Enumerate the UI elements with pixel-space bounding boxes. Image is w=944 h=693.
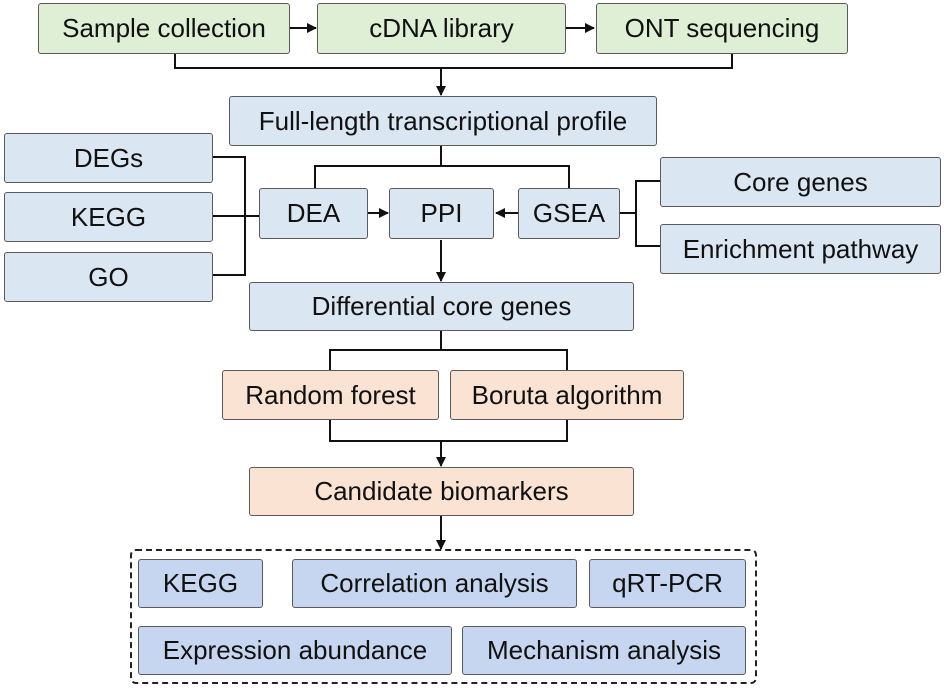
degs-box: DEGs — [4, 133, 213, 183]
enrichment-pathway-label: Enrichment pathway — [682, 233, 919, 264]
qrt-pcr-box: qRT-PCR — [589, 559, 746, 608]
mechanism-analysis-label: Mechanism analysis — [486, 635, 722, 665]
go-label: GO — [88, 261, 129, 292]
core-genes-box: Core genes — [660, 157, 941, 207]
ont-sequencing-label: ONT sequencing — [624, 13, 820, 43]
random-forest-box: Random forest — [222, 370, 439, 420]
core-genes-label: Core genes — [733, 166, 868, 197]
dea-label: DEA — [286, 198, 341, 228]
ppi-label: PPI — [420, 198, 463, 228]
split-rf-boruta — [329, 349, 568, 370]
gsea-label: GSEA — [532, 198, 606, 228]
sample-collection-box: Sample collection — [38, 3, 290, 54]
full-length-profile-box: Full-length transcriptional profile — [229, 96, 657, 146]
validation-panel — [130, 549, 757, 684]
differential-core-genes-label: Differential core genes — [311, 291, 572, 321]
degs-label: DEGs — [73, 142, 144, 173]
boruta-algorithm-box: Boruta algorithm — [450, 370, 684, 420]
candidate-biomarkers-box: Candidate biomarkers — [249, 467, 634, 516]
dea-box: DEA — [259, 188, 368, 239]
full-length-profile-label: Full-length transcriptional profile — [258, 105, 628, 136]
kegg-label: KEGG — [70, 201, 147, 232]
sample-collection-label: Sample collection — [62, 13, 266, 43]
gsea-box: GSEA — [518, 188, 620, 239]
random-forest-label: Random forest — [245, 379, 416, 410]
correlation-analysis-label: Correlation analysis — [320, 568, 549, 598]
merge-top-row — [174, 54, 733, 69]
validation-kegg-box: KEGG — [138, 559, 263, 608]
cdna-library-label: cDNA library — [369, 13, 514, 43]
mechanism-analysis-box: Mechanism analysis — [462, 626, 746, 675]
merge-rf-boruta — [329, 420, 568, 442]
ont-sequencing-box: ONT sequencing — [596, 3, 848, 54]
go-box: GO — [4, 252, 213, 302]
enrichment-pathway-box: Enrichment pathway — [660, 224, 941, 274]
bracket-right — [635, 180, 660, 247]
validation-kegg-label: KEGG — [162, 568, 239, 598]
differential-core-genes-box: Differential core genes — [249, 282, 634, 331]
boruta-algorithm-label: Boruta algorithm — [471, 379, 663, 410]
split-dea-gsea — [314, 165, 570, 188]
expression-abundance-label: Expression abundance — [162, 635, 428, 665]
kegg-box: KEGG — [4, 192, 213, 242]
candidate-biomarkers-label: Candidate biomarkers — [314, 476, 569, 506]
ppi-box: PPI — [389, 188, 494, 239]
qrt-pcr-label: qRT-PCR — [612, 568, 723, 598]
cdna-library-box: cDNA library — [317, 3, 566, 54]
correlation-analysis-box: Correlation analysis — [292, 559, 577, 608]
expression-abundance-box: Expression abundance — [138, 626, 452, 675]
